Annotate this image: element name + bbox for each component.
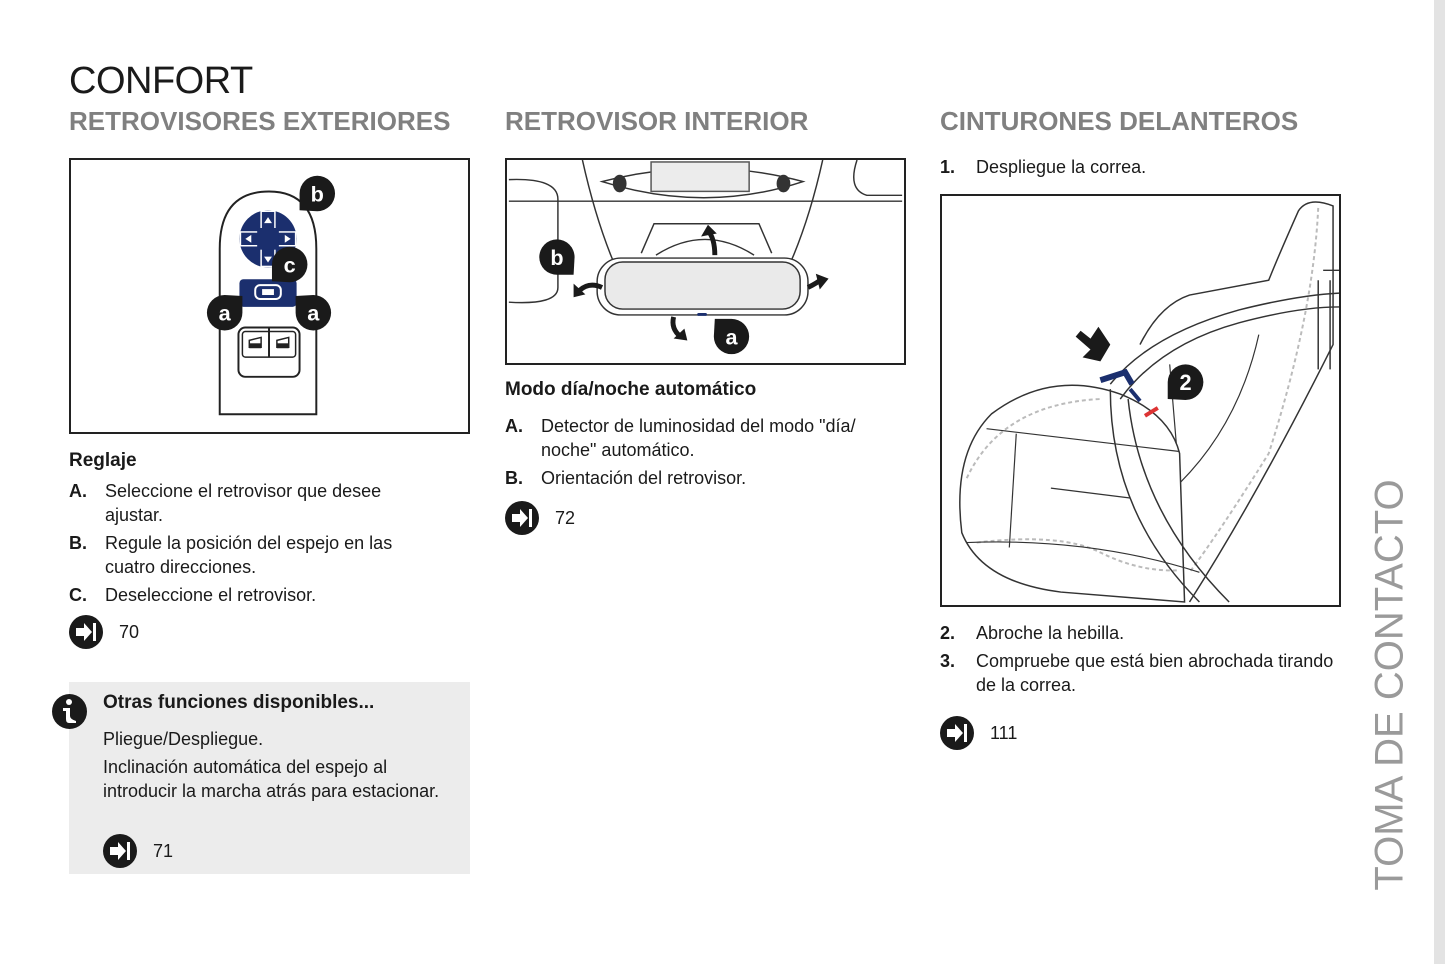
callout-c: c <box>271 246 308 283</box>
seat-belt-illustration: 2 <box>959 201 1339 603</box>
note-box-other-functions <box>69 682 470 874</box>
list-text: Abroche la hebilla. <box>976 623 1125 643</box>
subheading-day-night-mode: Modo día/noche automático <box>505 379 757 400</box>
list-item: 3. Compruebe que está bien abrochada tira… <box>940 649 1340 697</box>
list-item: A. Seleccione el retrovisor que desee aju… <box>69 479 439 527</box>
page-ref-number: 70 <box>119 621 140 642</box>
note-line-2: Inclinación automática del espejo al int… <box>103 757 440 801</box>
note-line-1: Pliegue/Despliegue. <box>103 729 264 749</box>
callout-a-right-label: a <box>307 301 320 326</box>
callout-a: a <box>713 318 750 355</box>
list-marker: B. <box>69 533 87 553</box>
callout-a-label: a <box>725 324 738 349</box>
rearview-mirror-illustration: b a <box>508 160 903 355</box>
callout-b: b <box>299 175 336 212</box>
information-icon <box>52 694 87 729</box>
list-item: B. Orientación del retrovisor. <box>505 466 895 490</box>
seat-belt-figure: 2 <box>940 194 1341 607</box>
page-ref-70[interactable]: 70 <box>69 615 139 649</box>
section-title-exterior-mirrors: RETROVISORES EXTERIORES <box>69 106 451 136</box>
page-ref-number: 71 <box>153 840 174 861</box>
list-item: 2. Abroche la hebilla. <box>940 621 1340 645</box>
callout-b-label: b <box>550 245 563 270</box>
side-tab[interactable]: TOMA DE CONTACTO <box>1368 470 1412 900</box>
list-marker: 3. <box>940 651 956 671</box>
callout-c-label: c <box>284 252 296 277</box>
belt-step-1: 1. Despliegue la correa. <box>940 155 1340 183</box>
page-ref-72[interactable]: 72 <box>505 501 575 535</box>
interior-mirror-items: A. Detector de luminosidad del modo "día/… <box>505 414 895 494</box>
list-marker: C. <box>69 585 87 605</box>
mirror-switch-illustration: b c a a <box>206 175 336 416</box>
list-marker: A. <box>69 481 87 501</box>
list-text: Regule la posición del espejo en las cua… <box>105 533 393 577</box>
list-item: C. Deseleccione el retrovisor. <box>69 583 439 607</box>
mirror-joystick-pad <box>239 210 297 268</box>
list-item: A. Detector de luminosidad del modo "día/… <box>505 414 895 462</box>
section-title-interior-mirror: RETROVISOR INTERIOR <box>505 106 809 136</box>
callout-a-left-label: a <box>219 301 232 326</box>
callout-2-label: 2 <box>1179 370 1191 395</box>
list-marker: B. <box>505 468 523 488</box>
exterior-mirror-steps: A. Seleccione el retrovisor que desee aju… <box>69 479 439 611</box>
list-text: Deseleccione el retrovisor. <box>105 585 317 605</box>
belt-steps: 2. Abroche la hebilla. 3. Compruebe que es… <box>940 621 1340 701</box>
page-edge-strip <box>1434 0 1445 964</box>
subheading-reglaje: Reglaje <box>69 450 137 471</box>
callout-b: b <box>539 239 575 275</box>
callout-b-label: b <box>311 181 324 206</box>
list-marker: 2. <box>940 623 956 643</box>
list-item: B. Regule la posición del espejo en las c… <box>69 531 439 579</box>
callout-2: 2 <box>1167 364 1204 401</box>
page-ref-number: 111 <box>990 722 1018 743</box>
mirror-selector-switch <box>239 279 297 307</box>
list-marker: A. <box>505 416 523 436</box>
list-item: 1. Despliegue la correa. <box>940 155 1340 179</box>
list-text: Despliegue la correa. <box>976 157 1147 177</box>
page-reference-arrow-icon <box>505 501 539 535</box>
callout-a-right: a <box>295 295 332 331</box>
exterior-mirror-control-figure: b c a a <box>69 158 470 434</box>
page-reference-arrow-icon <box>940 716 974 750</box>
page-ref-71[interactable]: 71 <box>103 834 173 868</box>
list-text: Seleccione el retrovisor que desee ajust… <box>105 481 382 525</box>
callout-a-left: a <box>206 295 243 331</box>
section-title-front-belts: CINTURONES DELANTEROS <box>940 106 1299 136</box>
page-ref-111[interactable]: 111 <box>940 716 1017 750</box>
page-reference-arrow-icon <box>103 834 137 868</box>
list-text: Orientación del retrovisor. <box>541 468 747 488</box>
list-text: Compruebe que está bien abrochada tirand… <box>976 651 1334 695</box>
chapter-title: CONFORT <box>69 60 253 102</box>
note-title: Otras funciones disponibles... <box>103 692 375 713</box>
page-reference-arrow-icon <box>69 615 103 649</box>
page-ref-number: 72 <box>555 507 576 528</box>
interior-mirror-figure: b a <box>505 158 906 365</box>
list-text: Detector de luminosidad del modo "día/ n… <box>541 416 856 460</box>
side-tab-label: TOMA DE CONTACTO <box>1367 479 1412 891</box>
list-marker: 1. <box>940 157 956 177</box>
